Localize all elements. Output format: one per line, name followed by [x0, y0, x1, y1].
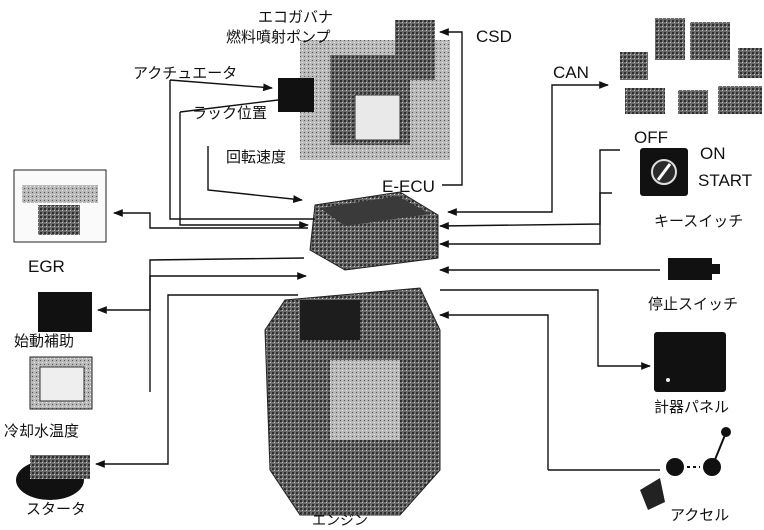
label-engine: エンジン: [312, 512, 368, 530]
label-starter: スタータ: [26, 500, 86, 518]
label-csd: CSD: [476, 28, 512, 46]
label-rack-position: ラック位置: [192, 104, 267, 122]
label-pump-line2: 燃料噴射ポンプ: [226, 28, 331, 46]
starter-image: [16, 455, 90, 500]
label-pump-line1: エコガバナ: [258, 8, 333, 26]
egr-image: [14, 170, 106, 242]
instrument-panel-image: [654, 332, 726, 392]
start-assist-image: [38, 292, 92, 332]
label-off: OFF: [634, 129, 668, 147]
key-switch-image: [640, 148, 688, 196]
label-rotation-speed: 回転速度: [226, 148, 286, 166]
label-stop-switch: 停止スイッチ: [648, 295, 738, 313]
stop-switch-image: [668, 258, 720, 280]
label-coolant-temp: 冷却水温度: [4, 422, 79, 440]
label-accelerator: アクセル: [670, 506, 729, 524]
label-start: START: [698, 172, 752, 190]
label-e-ecu: E-ECU: [382, 178, 435, 196]
accelerator-image: [640, 427, 731, 510]
label-egr: EGR: [28, 258, 65, 276]
engine-image: [265, 288, 440, 515]
label-start-assist: 始動補助: [14, 332, 74, 350]
coolant-temp-image: [30, 357, 92, 409]
e-ecu-image: [310, 192, 438, 270]
machines-image: [620, 18, 762, 114]
label-actuator: アクチュエータ: [133, 64, 237, 82]
label-key-switch: キースイッチ: [654, 212, 743, 230]
label-instrument-panel: 計器パネル: [654, 398, 729, 416]
label-can: CAN: [553, 64, 589, 82]
label-on: ON: [700, 145, 726, 163]
